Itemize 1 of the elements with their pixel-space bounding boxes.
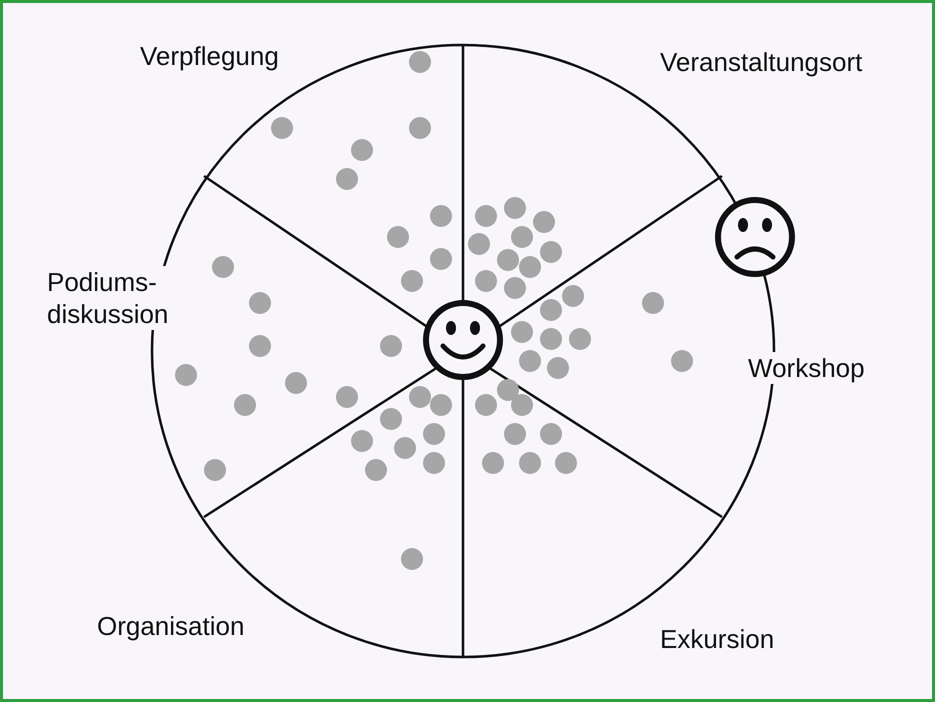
- sector-label: Workshop: [748, 352, 865, 384]
